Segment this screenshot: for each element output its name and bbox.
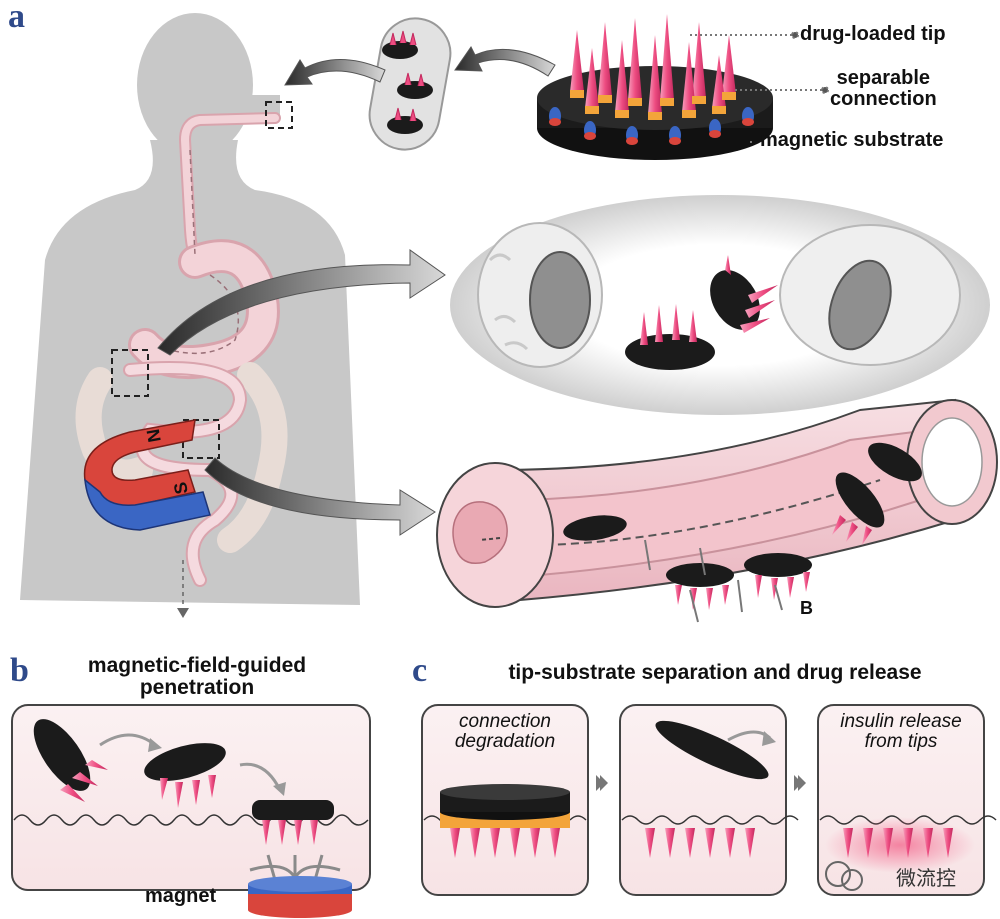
released-patch-1: [625, 304, 715, 370]
label-drug-loaded-tip: drug-loaded tip: [800, 23, 946, 45]
drug-release-arrows: [644, 539, 783, 623]
panel-a-letter: a: [8, 0, 25, 35]
step3-caption: insulin release from tips: [840, 711, 962, 752]
panel-b-letter: b: [10, 652, 29, 689]
panel-c-step3-box: [817, 704, 997, 896]
capsule-half-left: [477, 222, 603, 368]
leader-lines: [690, 31, 829, 143]
label-magnetic-substrate: magnetic substrate: [760, 129, 944, 151]
flow-arrows: [157, 46, 556, 536]
capsule-icon: [368, 17, 452, 151]
needle-tips: [570, 14, 736, 114]
panel-c-step1-box: [421, 704, 589, 896]
capsule-half-right: [779, 224, 961, 366]
intestine-segment: [436, 398, 998, 623]
magnet-label: magnet: [145, 885, 217, 907]
horseshoe-magnet: N S: [83, 419, 211, 531]
label-separable-connection: separable connection: [830, 67, 937, 110]
zoom-boxes: [111, 101, 293, 459]
step-separators: [596, 775, 806, 791]
watermark-text: 微流控: [896, 868, 956, 890]
step1-caption: connection degradation: [454, 711, 556, 752]
panel-c-letter: c: [412, 652, 428, 689]
panel-c-step2-box: [619, 704, 799, 896]
connections: [570, 90, 736, 120]
panel-b-box: [11, 704, 371, 891]
svg-text:S: S: [170, 480, 192, 495]
watermark-icon: [825, 861, 863, 891]
panel-c-title: tip-substrate separation and drug releas…: [508, 661, 922, 684]
panel-b-title: magnetic-field-guided penetration: [87, 654, 307, 699]
capsule-release-scene: [450, 195, 990, 415]
magnet-dots: [549, 107, 754, 145]
bar-magnet: [248, 876, 352, 918]
released-patch-2: [710, 255, 778, 333]
marker-b: B: [800, 598, 813, 618]
intestine-patches: [563, 442, 922, 610]
microneedle-patch: [537, 14, 773, 160]
svg-text:N: N: [143, 427, 165, 443]
